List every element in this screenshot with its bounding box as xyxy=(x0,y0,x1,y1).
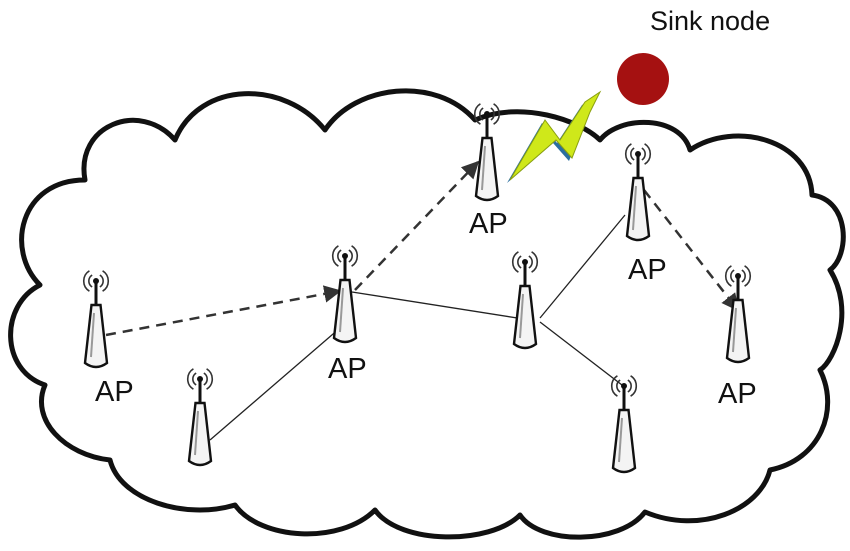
link-n7-n8 xyxy=(539,321,623,386)
antenna-n7-icon xyxy=(511,251,539,350)
antenna-n4-icon xyxy=(624,143,652,242)
ap-label-n5: AP xyxy=(718,378,757,410)
nodes-layer xyxy=(82,103,752,474)
ap-label-n4: AP xyxy=(628,254,667,286)
antenna-n3-icon xyxy=(473,103,501,202)
sink-node-label: Sink node xyxy=(650,6,771,36)
link-n7-n4 xyxy=(539,214,626,319)
ap-label-n3: AP xyxy=(469,208,508,240)
link-n2-n7 xyxy=(351,291,531,321)
ap-label-n1: AP xyxy=(95,376,134,408)
link-n4-n5 xyxy=(643,189,740,312)
antenna-n6-icon xyxy=(186,368,214,467)
links-layer xyxy=(105,160,740,441)
link-n1-n2 xyxy=(105,285,342,337)
network-cloud-outline xyxy=(8,88,846,540)
link-n2-n3 xyxy=(354,160,480,291)
wireless-link-bolt-icon xyxy=(507,90,602,183)
sink-node-marker xyxy=(617,53,669,105)
antenna-n8-icon xyxy=(610,375,638,474)
antenna-n2-icon xyxy=(331,245,359,344)
ap-label-n2: AP xyxy=(328,353,367,385)
antenna-n5-icon xyxy=(724,265,752,364)
antenna-n1-icon xyxy=(82,270,110,369)
link-n6-n2 xyxy=(209,327,341,441)
